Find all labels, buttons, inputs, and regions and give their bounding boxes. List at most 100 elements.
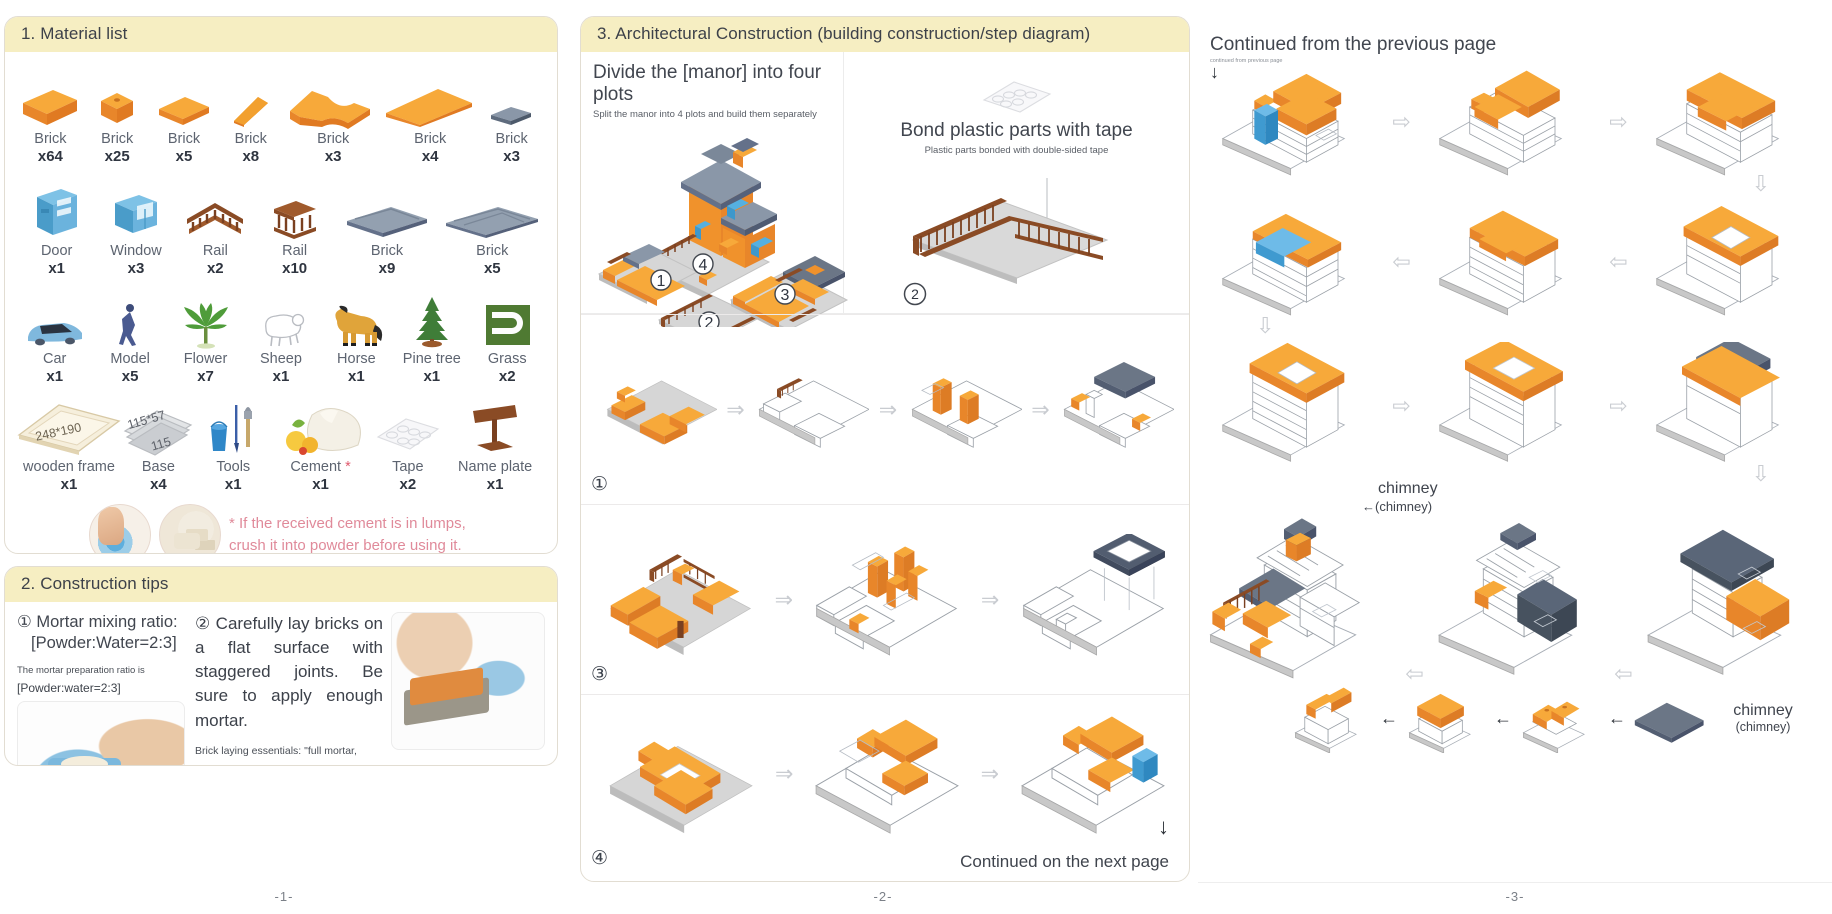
manor-overview-isometric: 1 2 3 4	[593, 122, 849, 327]
material-item[interactable]: Window x3	[97, 187, 175, 278]
material-qty: x1	[423, 368, 441, 385]
material-item[interactable]: 115*57 115 Base x4	[121, 403, 196, 494]
material-item[interactable]: Name plate x1	[445, 403, 545, 494]
hand-crushing-cement-photo	[89, 504, 151, 553]
architectural-construction-body: Divide the [manor] into four plots Split…	[581, 52, 1189, 878]
page-1-folio: -1-	[274, 889, 294, 904]
material-qty: x2	[498, 368, 516, 385]
brick-slab-orange-icon	[382, 75, 478, 129]
arrow-right-icon: ⇒	[726, 396, 745, 422]
continued-next-page: ↓	[1158, 814, 1169, 842]
rail-straight-brown-icon	[270, 187, 320, 241]
pine-tree-green-icon	[411, 295, 453, 349]
tip-2-sub-line-1: Brick laying essentials: "full mortar,	[195, 744, 357, 757]
material-qty: x1	[48, 260, 65, 277]
material-name: Brick	[234, 131, 267, 148]
material-qty: x10	[282, 260, 308, 277]
material-name: Tape	[392, 459, 424, 476]
material-item[interactable]: Pine tree x1	[394, 295, 469, 386]
material-item[interactable]: Brick x3	[478, 75, 545, 166]
door-blue-icon	[31, 187, 83, 241]
material-item[interactable]: Model x5	[92, 295, 167, 386]
material-qty: x9	[378, 260, 396, 277]
step-3-plot: ⇒	[581, 504, 1189, 694]
material-name: Base	[141, 459, 175, 476]
material-item[interactable]: Grass x2	[470, 295, 545, 386]
tip-1-heading-line-1: ① Mortar mixing ratio:	[17, 613, 178, 631]
plant-green-icon	[179, 295, 233, 349]
material-list-card: 1. Material list Brick x64	[4, 16, 558, 554]
arrow-right-icon: ⇒	[774, 761, 794, 786]
tip-1: ① Mortar mixing ratio: [Powder:Water=2:3…	[17, 612, 185, 765]
tip-2-heading: ② Carefully lay bricks on a flat surface…	[195, 614, 383, 730]
chimney-legend-paren: (chimney)	[1735, 720, 1791, 735]
tip-2-text: ② Carefully lay bricks on a flat surface…	[195, 612, 383, 757]
material-item[interactable]: Sheep x1	[243, 295, 318, 386]
material-name: Horse	[337, 351, 376, 368]
material-item[interactable]: Brick x3	[284, 75, 382, 166]
brick-wave-orange-icon	[284, 75, 382, 130]
step-4-marker: ④	[591, 848, 609, 869]
material-item[interactable]: Rail x2	[176, 187, 254, 278]
build-row-3-frame-1	[1221, 342, 1346, 462]
arrow-right-icon: ⇒	[878, 396, 898, 422]
step-4-plot: ⇒ ⇒	[581, 694, 1189, 878]
material-item[interactable]: Car x1	[17, 295, 92, 386]
step-4-frame-1	[609, 741, 754, 834]
material-item[interactable]: Brick x5	[440, 187, 544, 278]
page-1-column: 1. Material list Brick x64	[0, 0, 568, 914]
material-item[interactable]: Horse x1	[319, 295, 394, 386]
material-qty: x1	[46, 368, 64, 385]
construction-tips-body: ① Mortar mixing ratio: [Powder:Water=2:3…	[5, 602, 557, 765]
material-item[interactable]: Cement * x1	[271, 403, 371, 494]
step-1-frame-2	[758, 377, 870, 448]
tip-1-sub-line-1: The mortar preparation ratio is	[17, 665, 145, 677]
name-plate-brown-icon	[459, 403, 531, 457]
tip-1-heading-line-2: [Powder:Water=2:3]	[31, 633, 177, 652]
cement-bag-icon	[272, 403, 370, 457]
build-row-3-frame-2	[1438, 342, 1563, 462]
material-row-bricks: Brick x64 Brick x25 Brick	[17, 66, 545, 166]
svg-text:3: 3	[781, 287, 790, 304]
arrow-right-icon: ⇨	[1392, 393, 1411, 418]
material-name: Car	[43, 351, 67, 368]
build-row-1: ⇨ ⇨	[1198, 59, 1822, 185]
page-2-column: 3. Architectural Construction (building …	[568, 0, 1198, 914]
material-item[interactable]: Brick x9	[335, 187, 439, 278]
material-item[interactable]: Brick x5	[151, 75, 218, 166]
material-item[interactable]: Tape x2	[370, 403, 445, 494]
material-qty: x3	[503, 148, 520, 165]
build-row-2: ⇦ ⇦	[1198, 197, 1822, 327]
chimney-callout-paren: ←(chimney)	[1362, 499, 1433, 514]
material-name: Brick	[495, 131, 528, 148]
fence-platform-isometric	[854, 178, 1179, 288]
material-name: wooden frame	[23, 459, 115, 476]
brick-cube-orange-icon	[95, 75, 139, 129]
material-item[interactable]: Brick x4	[382, 75, 478, 166]
material-row-supplies: 248*190 wooden frame x1 115*57 115 Base …	[17, 390, 545, 494]
material-list-body: Brick x64 Brick x25 Brick	[5, 52, 557, 553]
material-item[interactable]: Brick x64	[17, 75, 84, 166]
material-name: Model	[110, 351, 150, 368]
material-qty: x4	[421, 148, 439, 165]
material-item[interactable]: Tools x1	[196, 403, 271, 494]
material-name: Brick	[317, 131, 350, 148]
continued-next-page-label: Continued on the next page	[960, 852, 1169, 871]
continued-previous-note: continued from previous page ↓	[1198, 58, 1822, 83]
material-qty: x1	[224, 476, 242, 493]
arrow-right-icon: ⇒	[980, 761, 1000, 786]
material-item[interactable]: Brick x25	[84, 75, 151, 166]
material-name: Door	[40, 243, 73, 260]
material-item[interactable]: 248*190 wooden frame x1	[17, 403, 121, 494]
construction-tips-title: 2. Construction tips	[5, 567, 557, 602]
material-item[interactable]: Door x1	[18, 187, 96, 278]
svg-text:1: 1	[657, 273, 666, 290]
material-item[interactable]: Flower x7	[168, 295, 243, 386]
chimney-callout-label: chimney	[1378, 480, 1438, 497]
continued-previous-tiny: continued from previous page	[1210, 58, 1283, 64]
material-qty: x64	[37, 148, 63, 165]
material-item[interactable]: Brick x8	[217, 75, 284, 166]
material-name: Tools	[216, 459, 251, 476]
material-item[interactable]: Rail x10	[256, 187, 334, 278]
step-3-frame-3	[1022, 533, 1165, 656]
